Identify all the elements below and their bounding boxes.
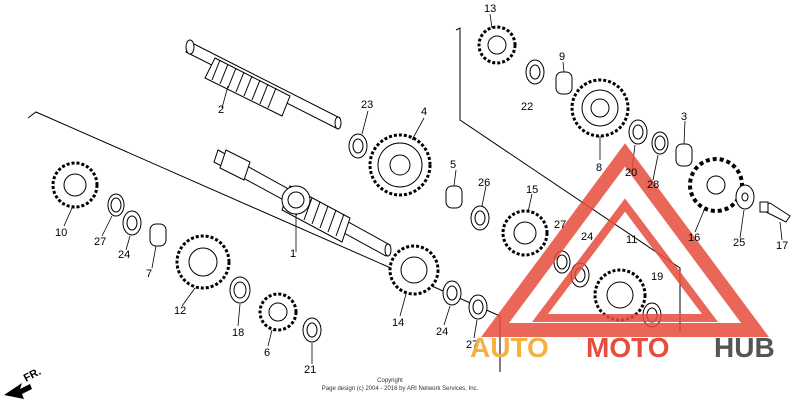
part-number-17: 17: [776, 240, 788, 252]
part-number-28: 28: [647, 179, 659, 191]
watermark-hub: HUB: [714, 332, 775, 363]
gear-icon: [501, 209, 549, 257]
part-number-24-bottom: 24: [436, 326, 448, 338]
part-number-23: 23: [361, 99, 373, 111]
front-direction-arrow: FR.: [4, 366, 43, 399]
part-number-24-right: 24: [581, 231, 593, 243]
part-number-10: 10: [55, 227, 67, 239]
mainshaft: [213, 149, 392, 257]
part-number-26: 26: [478, 177, 490, 189]
front-direction-label: FR.: [22, 366, 43, 385]
part-number-20: 20: [625, 167, 637, 179]
triangle-logo-icon: [481, 143, 769, 337]
gear-icon: [570, 78, 630, 138]
part-number-21: 21: [304, 364, 316, 376]
part-number-15: 15: [526, 184, 538, 196]
washer-icon: [107, 59, 755, 343]
watermark-moto: MOTO: [586, 332, 669, 363]
leader-lines: [63, 13, 783, 364]
part-number-24-left: 24: [118, 249, 130, 261]
gear-icon: [258, 292, 298, 332]
part-number-8: 8: [596, 162, 602, 174]
part-number-13: 13: [484, 3, 496, 15]
copyright-title: Copyright: [377, 378, 403, 384]
part-number-27-bottom: 27: [466, 339, 478, 351]
bearing-icon: [149, 71, 693, 247]
part-number-14: 14: [392, 317, 404, 329]
part-number-4: 4: [421, 106, 427, 118]
part-number-3: 3: [681, 111, 687, 123]
countershaft: [185, 39, 342, 130]
bolt-icon: [759, 201, 791, 223]
assembly-outline: [27, 27, 681, 372]
part-number-7: 7: [146, 268, 152, 280]
part-number-18: 18: [232, 327, 244, 339]
arrow-icon: [4, 383, 32, 399]
gear-icon: [477, 25, 517, 65]
part-number-6: 6: [264, 347, 270, 359]
part-number-1: 1: [290, 248, 296, 260]
part-number-11: 11: [626, 234, 637, 246]
part-number-9: 9: [559, 51, 565, 63]
watermark-auto: AUTO: [470, 332, 549, 363]
gear-icon: [388, 244, 440, 296]
part-number-27-right: 27: [554, 219, 566, 231]
part-number-labels: 13 9 22 23 4 2 3 5 26 15 8 20 28 1 16 25…: [55, 3, 788, 376]
part-number-12: 12: [174, 305, 186, 317]
part-number-5: 5: [450, 159, 456, 171]
part-number-19: 19: [651, 271, 663, 283]
watermark: AUTO MOTO HUB: [470, 332, 775, 363]
gear-icon: [175, 234, 231, 290]
gear-icon: [51, 161, 99, 209]
part-number-16: 16: [688, 232, 700, 244]
part-number-25: 25: [733, 237, 745, 249]
copyright-notice: Page design (c) 2004 - 2016 by ARI Netwo…: [322, 386, 479, 392]
part-number-22: 22: [521, 101, 533, 113]
gear-icon: [368, 133, 432, 197]
sprocket-icon: [688, 157, 744, 213]
part-number-2: 2: [218, 104, 224, 116]
gear-icon: [593, 268, 647, 322]
part-number-27-left: 27: [94, 236, 106, 248]
